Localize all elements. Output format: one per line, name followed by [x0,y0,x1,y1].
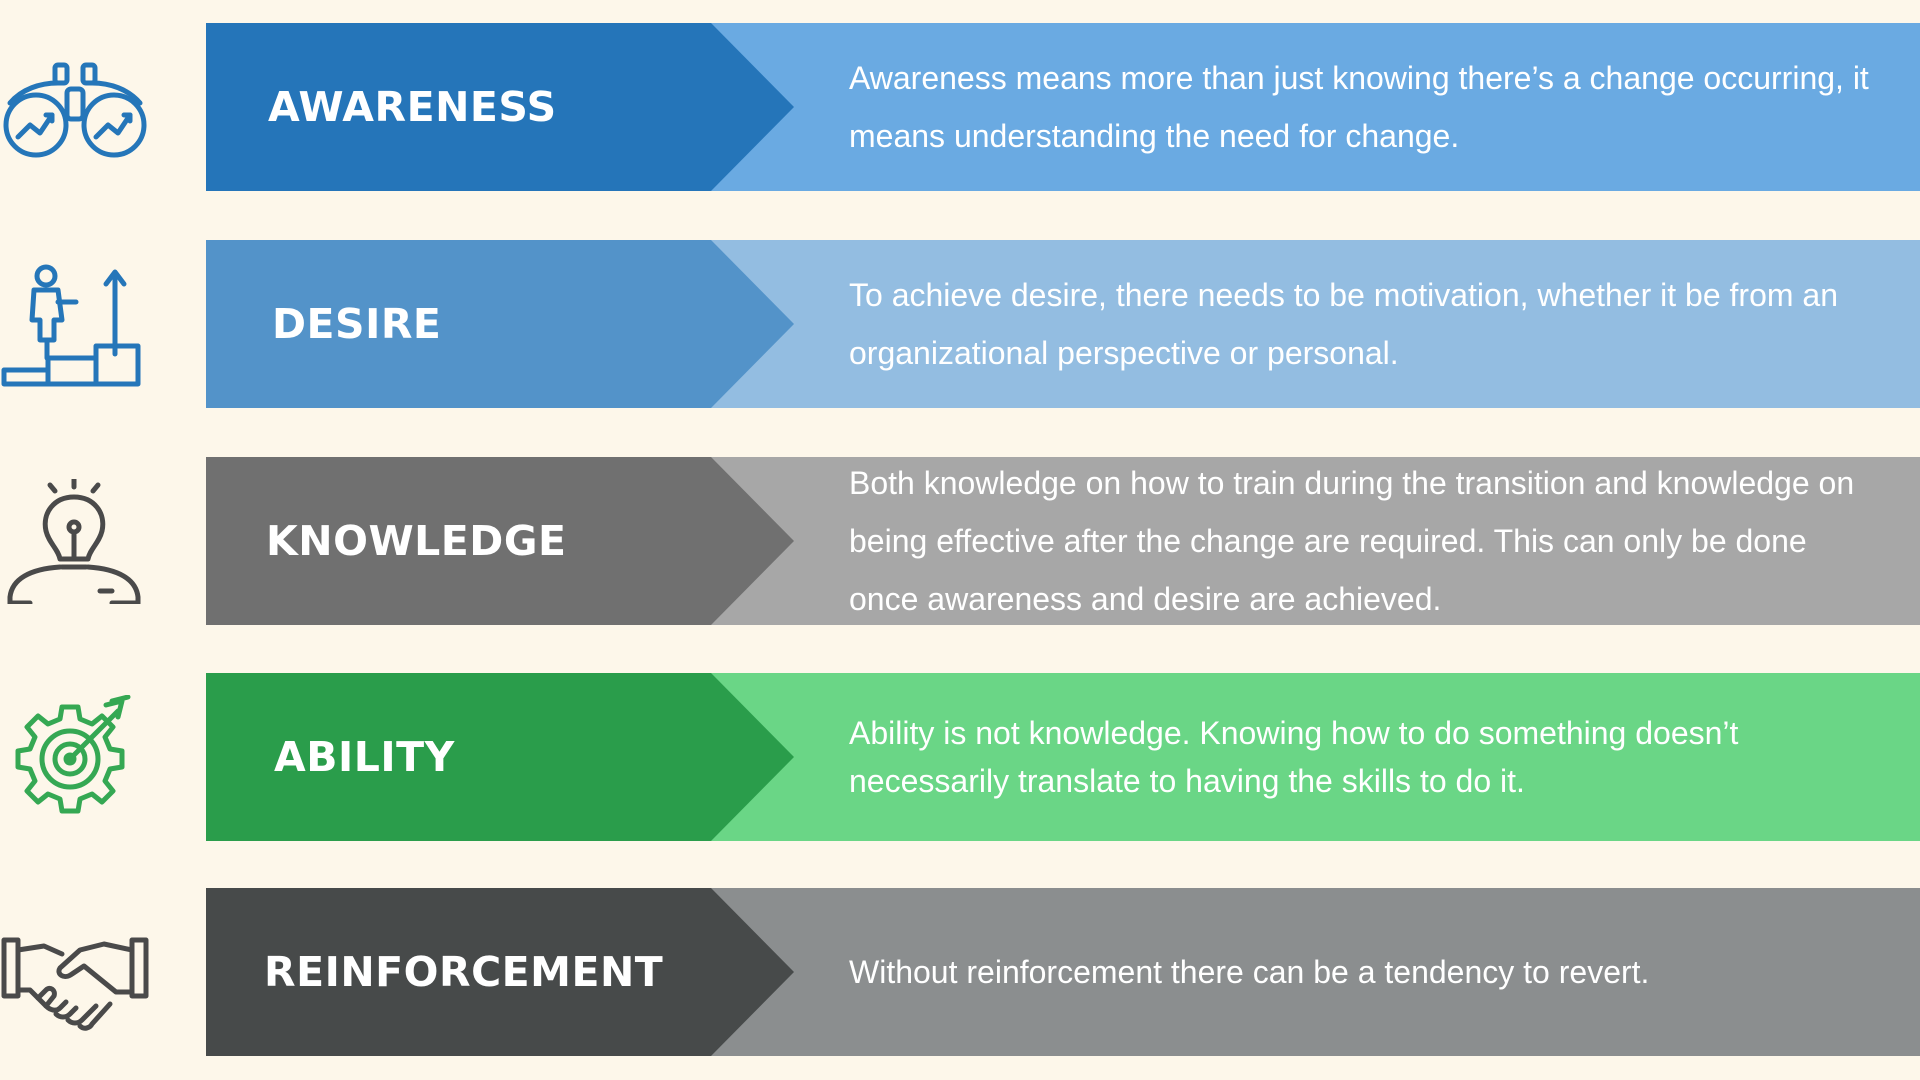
reinforcement-description-text: Without reinforcement there can be a ten… [849,954,1650,990]
step-ability: ABILITY Ability is not knowledge. Knowin… [0,673,1920,841]
ability-description: Ability is not knowledge. Knowing how to… [849,673,1869,841]
knowledge-chevron [206,457,794,625]
desire-label: DESIRE [272,300,442,348]
binoculars-icon [0,45,150,170]
step-desire: DESIRE To achieve desire, there needs to… [0,240,1920,408]
ability-description-text: Ability is not knowledge. Knowing how to… [849,715,1739,799]
lightbulb-person-icon [0,479,150,604]
reinforcement-description: Without reinforcement there can be a ten… [849,888,1869,1056]
gear-target-icon [0,695,150,820]
desire-description-text: To achieve desire, there needs to be mot… [849,277,1838,371]
ability-chevron [206,673,794,841]
awareness-chevron [206,23,794,191]
awareness-label: AWARENESS [268,83,557,131]
reinforcement-chevron [206,888,794,1056]
awareness-description-text: Awareness means more than just knowing t… [849,60,1869,154]
step-awareness: AWARENESS Awareness means more than just… [0,23,1920,191]
reinforcement-label: REINFORCEMENT [264,948,664,996]
desire-description: To achieve desire, there needs to be mot… [849,240,1869,408]
awareness-description: Awareness means more than just knowing t… [849,23,1869,191]
knowledge-description: Both knowledge on how to train during th… [849,457,1869,625]
step-knowledge: KNOWLEDGE Both knowledge on how to train… [0,457,1920,625]
desire-chevron [206,240,794,408]
person-climbing-steps-icon [0,262,150,387]
knowledge-description-text: Both knowledge on how to train during th… [849,465,1855,617]
ability-label: ABILITY [274,733,455,781]
handshake-icon [0,910,150,1035]
step-reinforcement: REINFORCEMENT Without reinforcement ther… [0,888,1920,1056]
knowledge-label: KNOWLEDGE [266,517,567,565]
